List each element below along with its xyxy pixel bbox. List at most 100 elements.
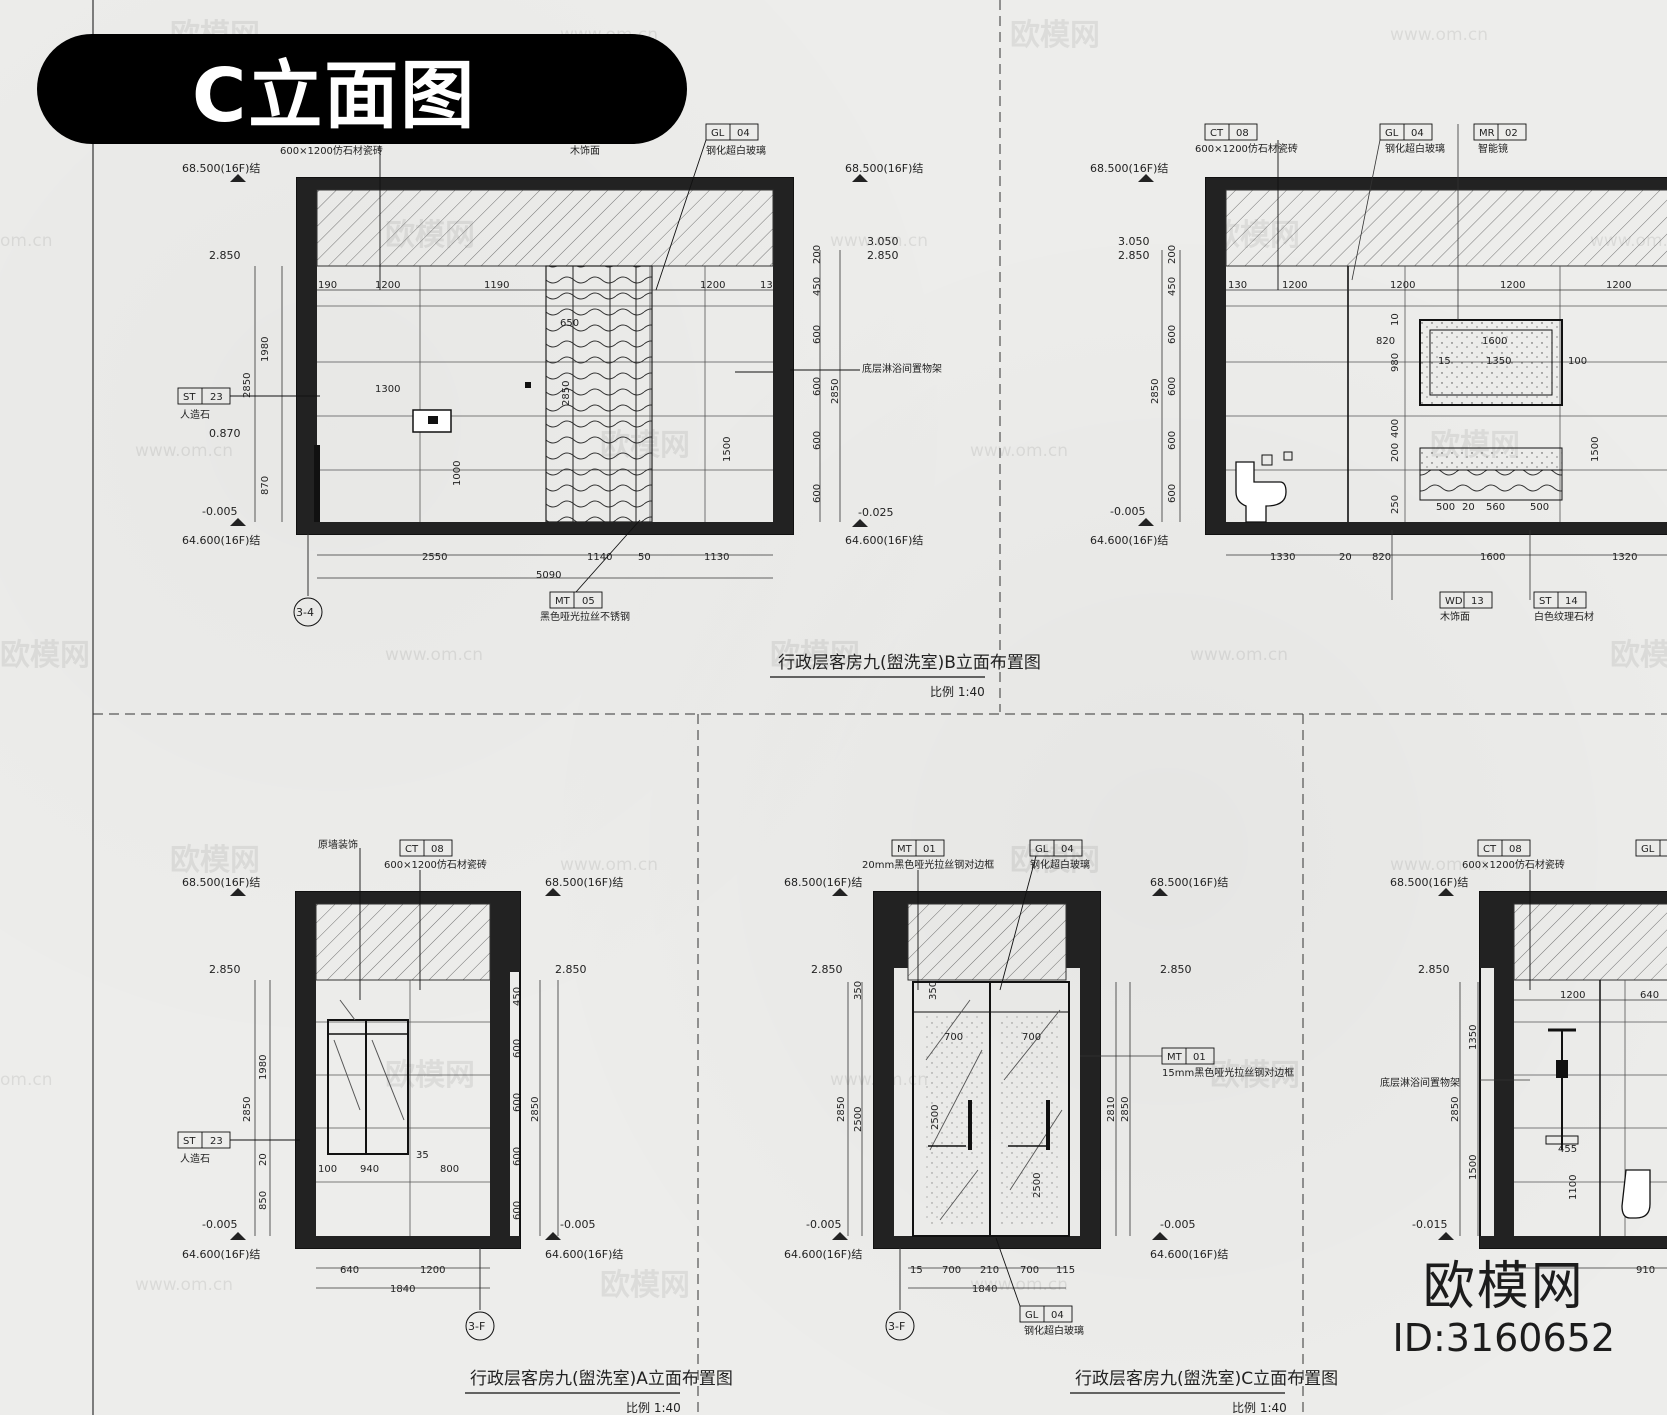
dim: 2850 <box>561 381 572 406</box>
level-label: -0.005 <box>1160 1218 1195 1231</box>
watermark-url: www.om.cn <box>385 645 483 665</box>
dim-total: 1840 <box>390 1284 415 1295</box>
dim: 600 <box>1167 484 1178 503</box>
level-label: 64.600(16F)结 <box>784 1248 862 1261</box>
dim: 115 <box>1056 1265 1075 1276</box>
grid-label: 3-F <box>468 1320 485 1333</box>
scale-label: 比例 1:40 <box>930 685 985 699</box>
tag-num: 01 <box>1193 1052 1206 1063</box>
dim: 640 <box>1640 990 1659 1001</box>
watermark-url: www.om.cn <box>970 1275 1068 1295</box>
dim: 190 <box>318 280 337 291</box>
level-label: -0.005 <box>560 1218 595 1231</box>
dim: 20 <box>1462 502 1475 513</box>
level-label: 2.850 <box>867 249 899 262</box>
watermark-logo: 欧模网 <box>385 1058 475 1093</box>
tag-code: CT <box>405 844 419 855</box>
tag-num: 02 <box>1505 128 1518 139</box>
material-note: 原墙装饰 <box>318 838 358 851</box>
level-label: 3.050 <box>1118 235 1150 248</box>
tag-code: GL <box>711 128 725 139</box>
level-label: 68.500(16F)结 <box>1090 162 1168 175</box>
dim: 1980 <box>260 337 271 362</box>
dim: 1200 <box>420 1265 445 1276</box>
dim-total: 1840 <box>972 1284 997 1295</box>
dim: 600 <box>512 1039 523 1058</box>
dim: 1500 <box>1468 1155 1479 1180</box>
dim: 100 <box>318 1164 337 1175</box>
tag-num: 04 <box>1061 844 1074 855</box>
dim: 600 <box>1167 325 1178 344</box>
watermark-url: www.om.cn <box>1390 25 1488 45</box>
level-label: 64.600(16F)结 <box>545 1248 623 1261</box>
material-note: 600×1200仿石材瓷砖 <box>280 144 383 157</box>
dim-total: 2850 <box>830 379 841 404</box>
dim: 1600 <box>1482 336 1507 347</box>
dim: 250 <box>1390 495 1401 514</box>
dim: 2500 <box>853 1107 864 1132</box>
level-label: 3.050 <box>867 235 899 248</box>
dim-total: 2850 <box>1120 1097 1131 1122</box>
title-banner: C立面图 <box>37 34 687 144</box>
level-label: 2.850 <box>209 249 241 262</box>
dim-total: 2850 <box>836 1097 847 1122</box>
level-label: 68.500(16F)结 <box>182 162 260 175</box>
dim: 35 <box>416 1150 429 1161</box>
dim: 2500 <box>1032 1173 1043 1198</box>
tag-code: GL <box>1385 128 1399 139</box>
tag-code: ST <box>183 1136 196 1147</box>
watermark-url: www.om.cn <box>135 1275 233 1295</box>
dim: 820 <box>1376 336 1395 347</box>
level-label: 2.850 <box>1418 963 1450 976</box>
dim-total: 2850 <box>1150 379 1161 404</box>
dim: 1200 <box>1390 280 1415 291</box>
dim: 1000 <box>452 461 463 486</box>
dim: 15 <box>1438 356 1451 367</box>
material-note: 人造石 <box>180 408 210 421</box>
dim: 200 <box>812 245 823 264</box>
tag-num: 14 <box>1565 596 1578 607</box>
material-note: 黑色哑光拉丝不锈钢 <box>540 610 630 623</box>
dim: 130 <box>760 280 779 291</box>
dim: 130 <box>1228 280 1247 291</box>
tag-num: 08 <box>1509 844 1522 855</box>
watermark-url: om.cn <box>0 1070 53 1090</box>
level-label: -0.005 <box>1110 505 1145 518</box>
grid-label: 3-F <box>888 1320 905 1333</box>
watermark-url: www.om.cn <box>1190 645 1288 665</box>
dim: 1200 <box>1560 990 1585 1001</box>
tag-code: CT <box>1210 128 1224 139</box>
material-note: 600×1200仿石材瓷砖 <box>1195 142 1298 155</box>
tag-num: 05 <box>582 596 595 607</box>
grid-label: 3-4 <box>296 606 314 619</box>
material-note: 15mm黑色哑光拉丝钢对边框 <box>1162 1066 1294 1079</box>
material-note: 白色纹理石材 <box>1534 610 1594 623</box>
dim: 600 <box>812 431 823 450</box>
material-note: 600×1200仿石材瓷砖 <box>1462 858 1565 871</box>
elevation-panel-2: 130 1200 1200 1200 1200 1330 20 820 1600… <box>1090 123 1667 623</box>
tag-code: GL <box>1025 1310 1039 1321</box>
scale-label: 比例 1:40 <box>1232 1401 1287 1415</box>
dim: 910 <box>1636 1265 1655 1276</box>
tag-code: GL <box>1641 844 1655 855</box>
elevation-caption: 行政层客房九(盥洗室)B立面布置图 <box>778 653 1041 673</box>
dim: 600 <box>512 1201 523 1220</box>
tag-num: 04 <box>737 128 750 139</box>
dim: 500 <box>1436 502 1455 513</box>
dim: 2500 <box>930 1105 941 1130</box>
dim: 1130 <box>704 552 729 563</box>
dim: 600 <box>1167 377 1178 396</box>
dim: 940 <box>360 1164 379 1175</box>
dim: 600 <box>812 377 823 396</box>
level-label: 64.600(16F)结 <box>1090 534 1168 547</box>
dim-total: 2850 <box>1450 1097 1461 1122</box>
dim: 600 <box>1167 431 1178 450</box>
material-note: 底层淋浴间置物架 <box>1380 1076 1460 1089</box>
dim: 1200 <box>1606 280 1631 291</box>
tag-num: 04 <box>1051 1310 1064 1321</box>
dim: 1350 <box>1486 356 1511 367</box>
dim: 1980 <box>258 1055 269 1080</box>
tag-num: 23 <box>210 392 223 403</box>
tag-num: 01 <box>923 844 936 855</box>
